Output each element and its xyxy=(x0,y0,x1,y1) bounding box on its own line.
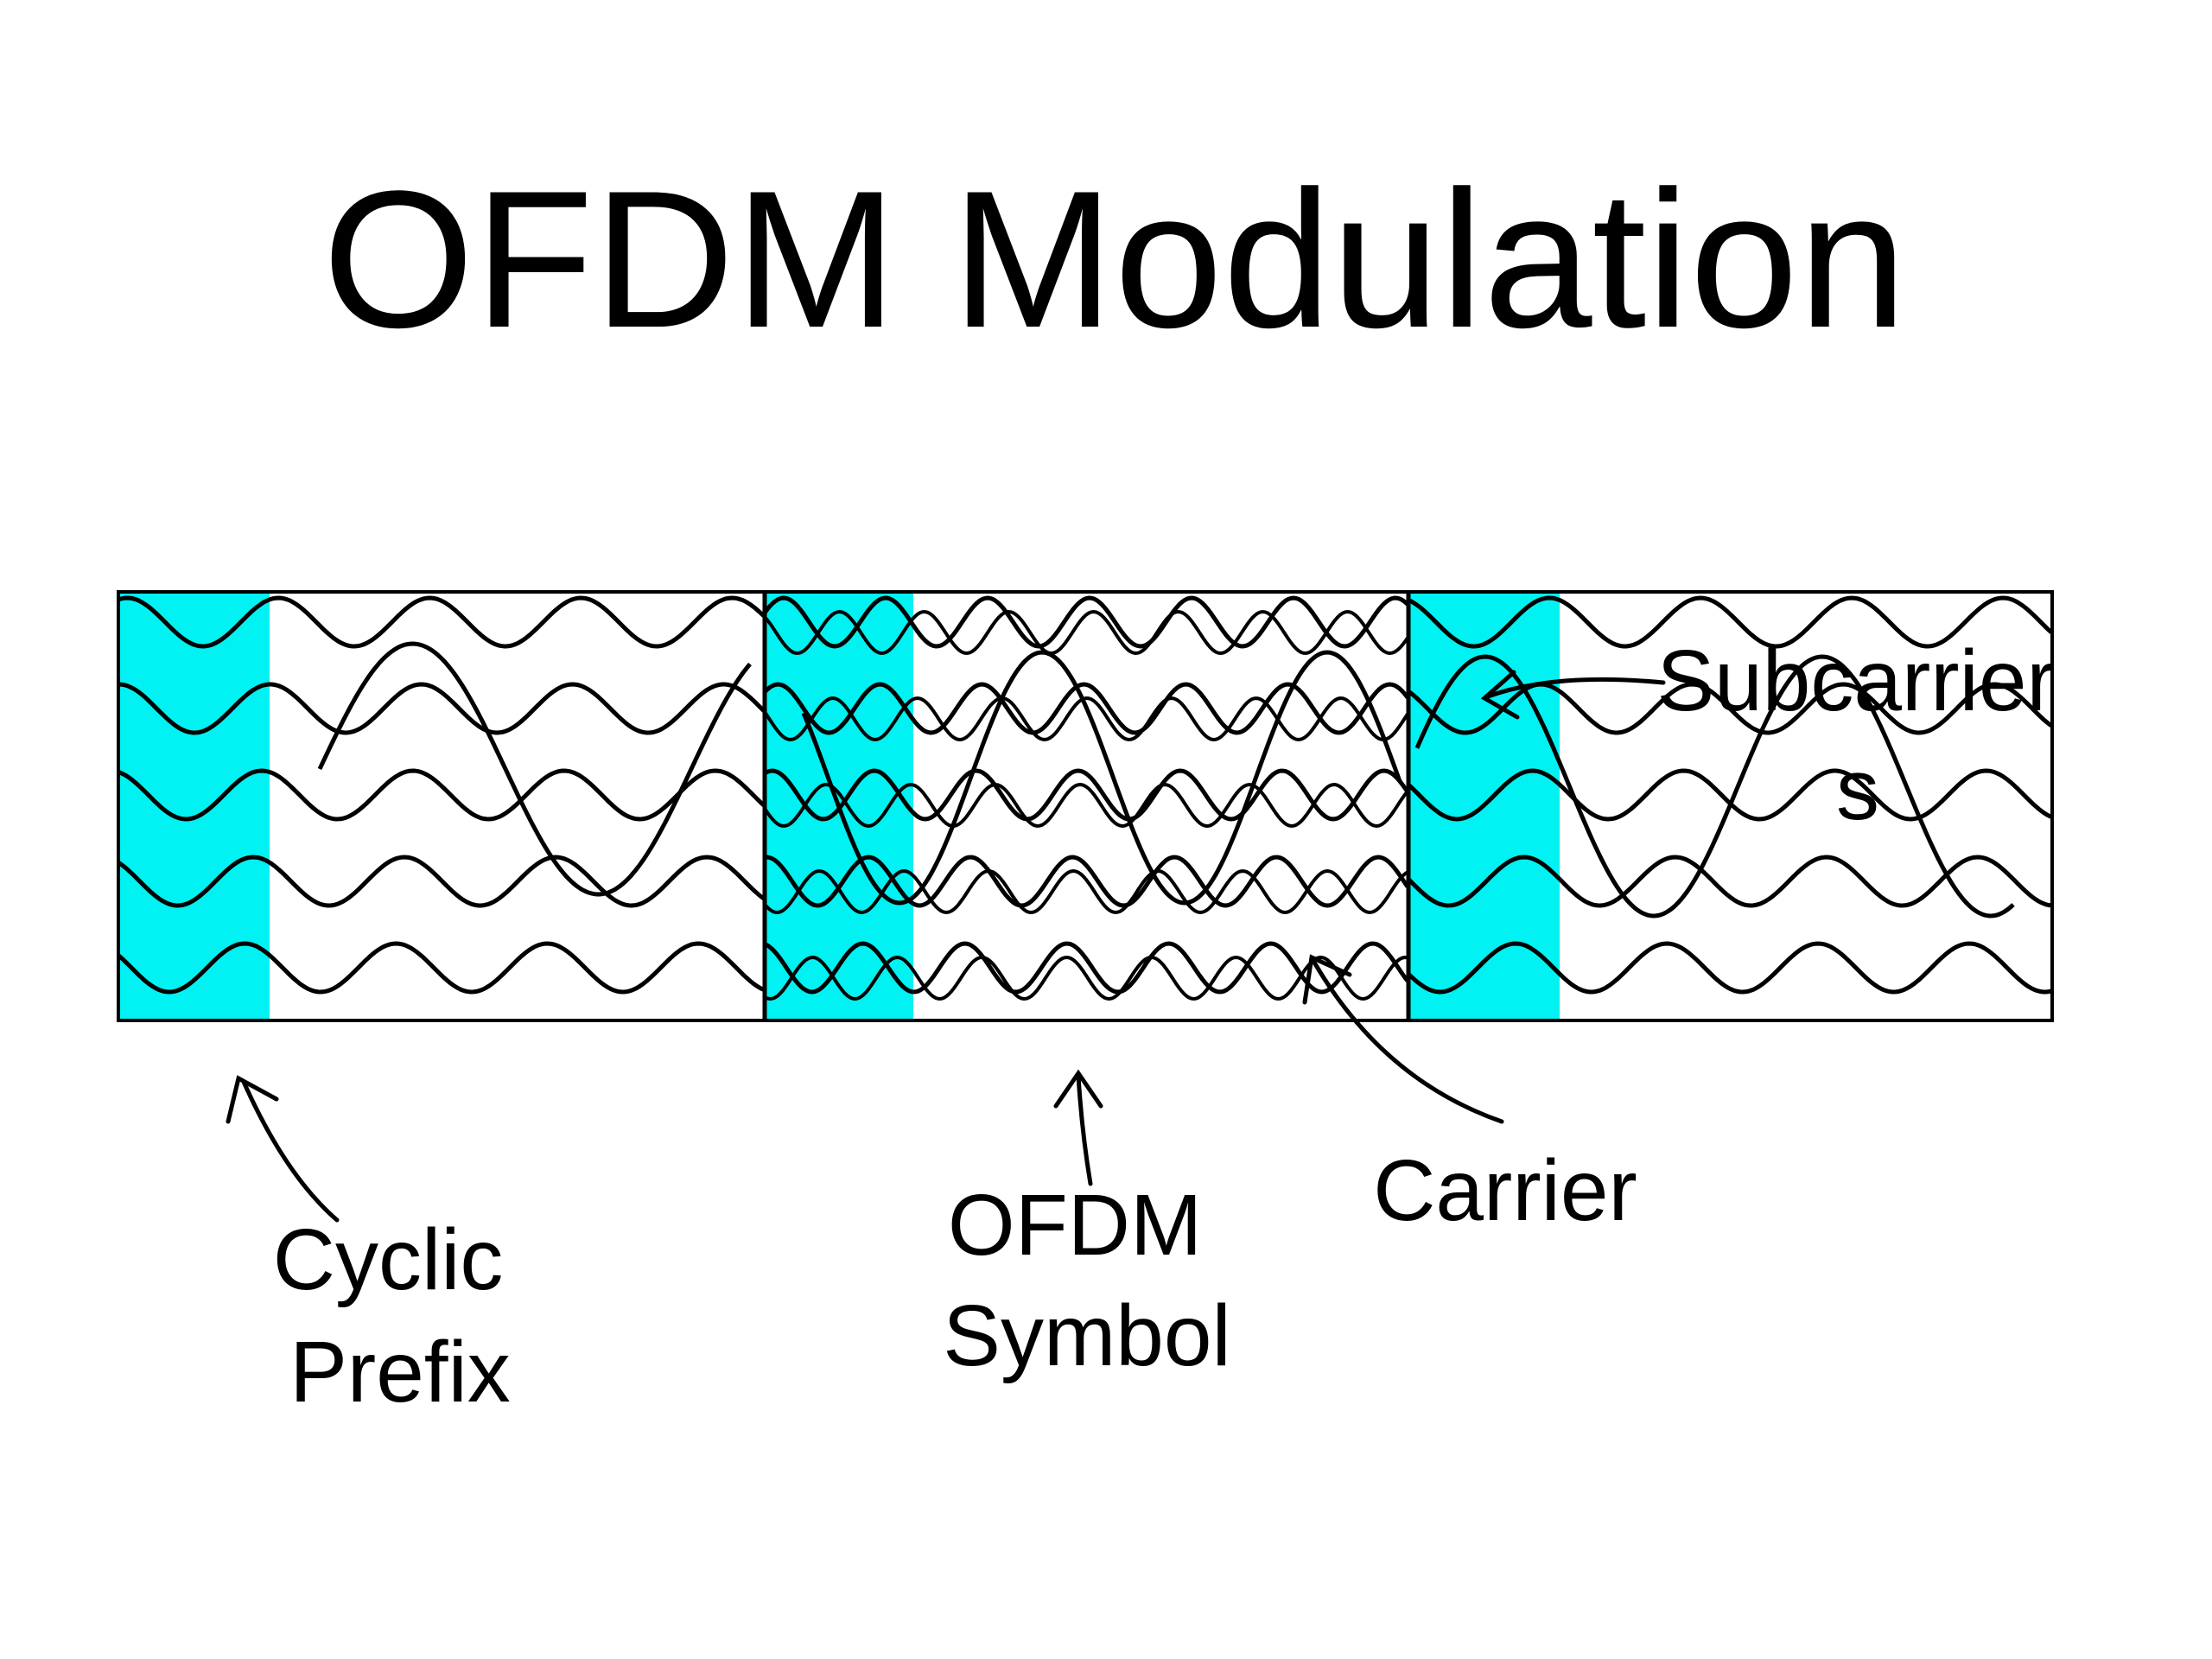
subcarrier-wave-s2-overlay-r1 xyxy=(763,609,1409,656)
subcarriers-label-line-1: Subcarrier xyxy=(1656,632,2055,729)
subcarrier-wave-s3-r4 xyxy=(1407,855,2052,908)
subcarrier-wave-s2-r2 xyxy=(763,682,1409,735)
subcarrier-waves xyxy=(118,595,2052,1001)
subcarrier-wave-s2-r1 xyxy=(763,595,1409,649)
subcarriers-label-line-2: s xyxy=(1836,741,1879,838)
subcarrier-wave-s2-r3 xyxy=(763,768,1410,822)
subcarrier-wave-s1-r3 xyxy=(118,768,766,822)
ofdm-symbol-label-line-2: Symbol xyxy=(943,1287,1230,1384)
carrier-waves xyxy=(317,641,2015,918)
subcarrier-wave-s2-overlay-r5 xyxy=(764,955,1408,1001)
subcarrier-wave-s1-r2 xyxy=(118,682,766,735)
carrier-label: Carrier xyxy=(1373,1142,1637,1239)
subcarrier-wave-s1-r1 xyxy=(118,595,766,649)
subcarrier-wave-s3-r2 xyxy=(1407,682,2052,735)
subcarrier-wave-s2-r4 xyxy=(764,855,1410,908)
cyclic-prefix-arrow xyxy=(226,1075,340,1223)
subcarrier-wave-s1-r5 xyxy=(118,941,766,995)
cyclic-prefix-label-line-2: Prefix xyxy=(289,1324,511,1421)
subcarrier-wave-s3-r5 xyxy=(1407,941,2052,995)
subcarriers-arrow xyxy=(1480,670,1666,720)
carrier-wave-1 xyxy=(317,641,752,897)
subcarriers-label: Subcarrier s xyxy=(1656,632,2079,838)
carrier-wave-2 xyxy=(801,650,1402,906)
cyclic-prefix-label-line-1: Cyclic xyxy=(273,1211,504,1308)
carrier-wave-3 xyxy=(1414,654,2015,918)
ofdm-symbol-arrow xyxy=(1053,1069,1103,1186)
subcarrier-wave-s2-overlay-r2 xyxy=(763,696,1409,742)
slide-title: OFDM Modulation xyxy=(322,149,1907,368)
subcarrier-wave-s3-r1 xyxy=(1407,595,2052,649)
signal-frame xyxy=(117,590,2054,1022)
carrier-arrow xyxy=(1302,954,1504,1124)
ofdm-symbol-label: OFDM Symbol xyxy=(943,1177,1230,1384)
ofdm-symbol-label-line-1: OFDM xyxy=(948,1177,1202,1274)
subcarrier-wave-s2-overlay-r3 xyxy=(763,782,1409,829)
subcarrier-wave-s2-overlay-r4 xyxy=(763,868,1409,915)
cyclic-prefix-label: Cyclic Prefix xyxy=(273,1211,527,1421)
cyclic-prefix-band-1 xyxy=(118,592,270,1020)
subcarrier-wave-s1-r4 xyxy=(118,855,766,908)
